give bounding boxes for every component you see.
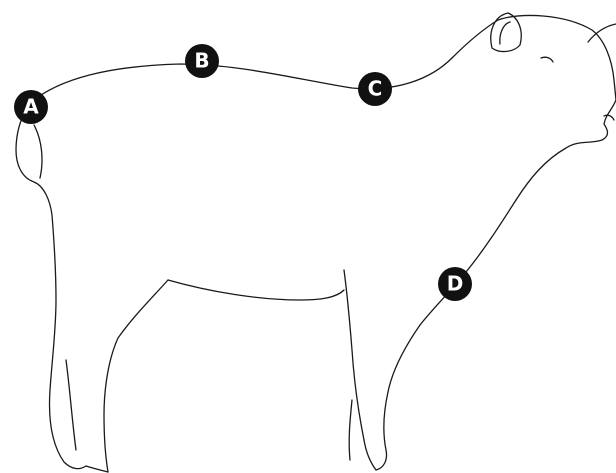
front-leg-front xyxy=(376,325,420,470)
second-front-leg xyxy=(349,400,352,460)
marker-d-label: D xyxy=(447,272,464,296)
ear-right xyxy=(588,24,616,42)
rump-outline xyxy=(16,103,86,469)
hind-leg-front xyxy=(104,280,168,472)
marker-c: C xyxy=(358,72,392,106)
chest-outline xyxy=(420,200,516,325)
marker-a-label: A xyxy=(23,95,39,119)
head-outline xyxy=(452,15,616,100)
marker-b: B xyxy=(185,44,219,78)
hind-hoof xyxy=(86,466,108,472)
front-leg-back xyxy=(344,270,364,440)
ear-left-inner xyxy=(500,22,510,44)
eye xyxy=(541,57,553,62)
lamb-outline xyxy=(16,13,616,472)
front-hoof xyxy=(364,440,376,470)
ear-left xyxy=(491,13,521,52)
second-hind-leg xyxy=(66,360,76,450)
marker-c-label: C xyxy=(368,77,383,101)
marker-b-label: B xyxy=(194,49,209,73)
belly-line xyxy=(168,280,344,300)
marker-a: A xyxy=(14,90,48,124)
tail-outline xyxy=(34,125,42,178)
marker-d: D xyxy=(438,267,472,301)
muzzle-outline xyxy=(516,100,616,200)
